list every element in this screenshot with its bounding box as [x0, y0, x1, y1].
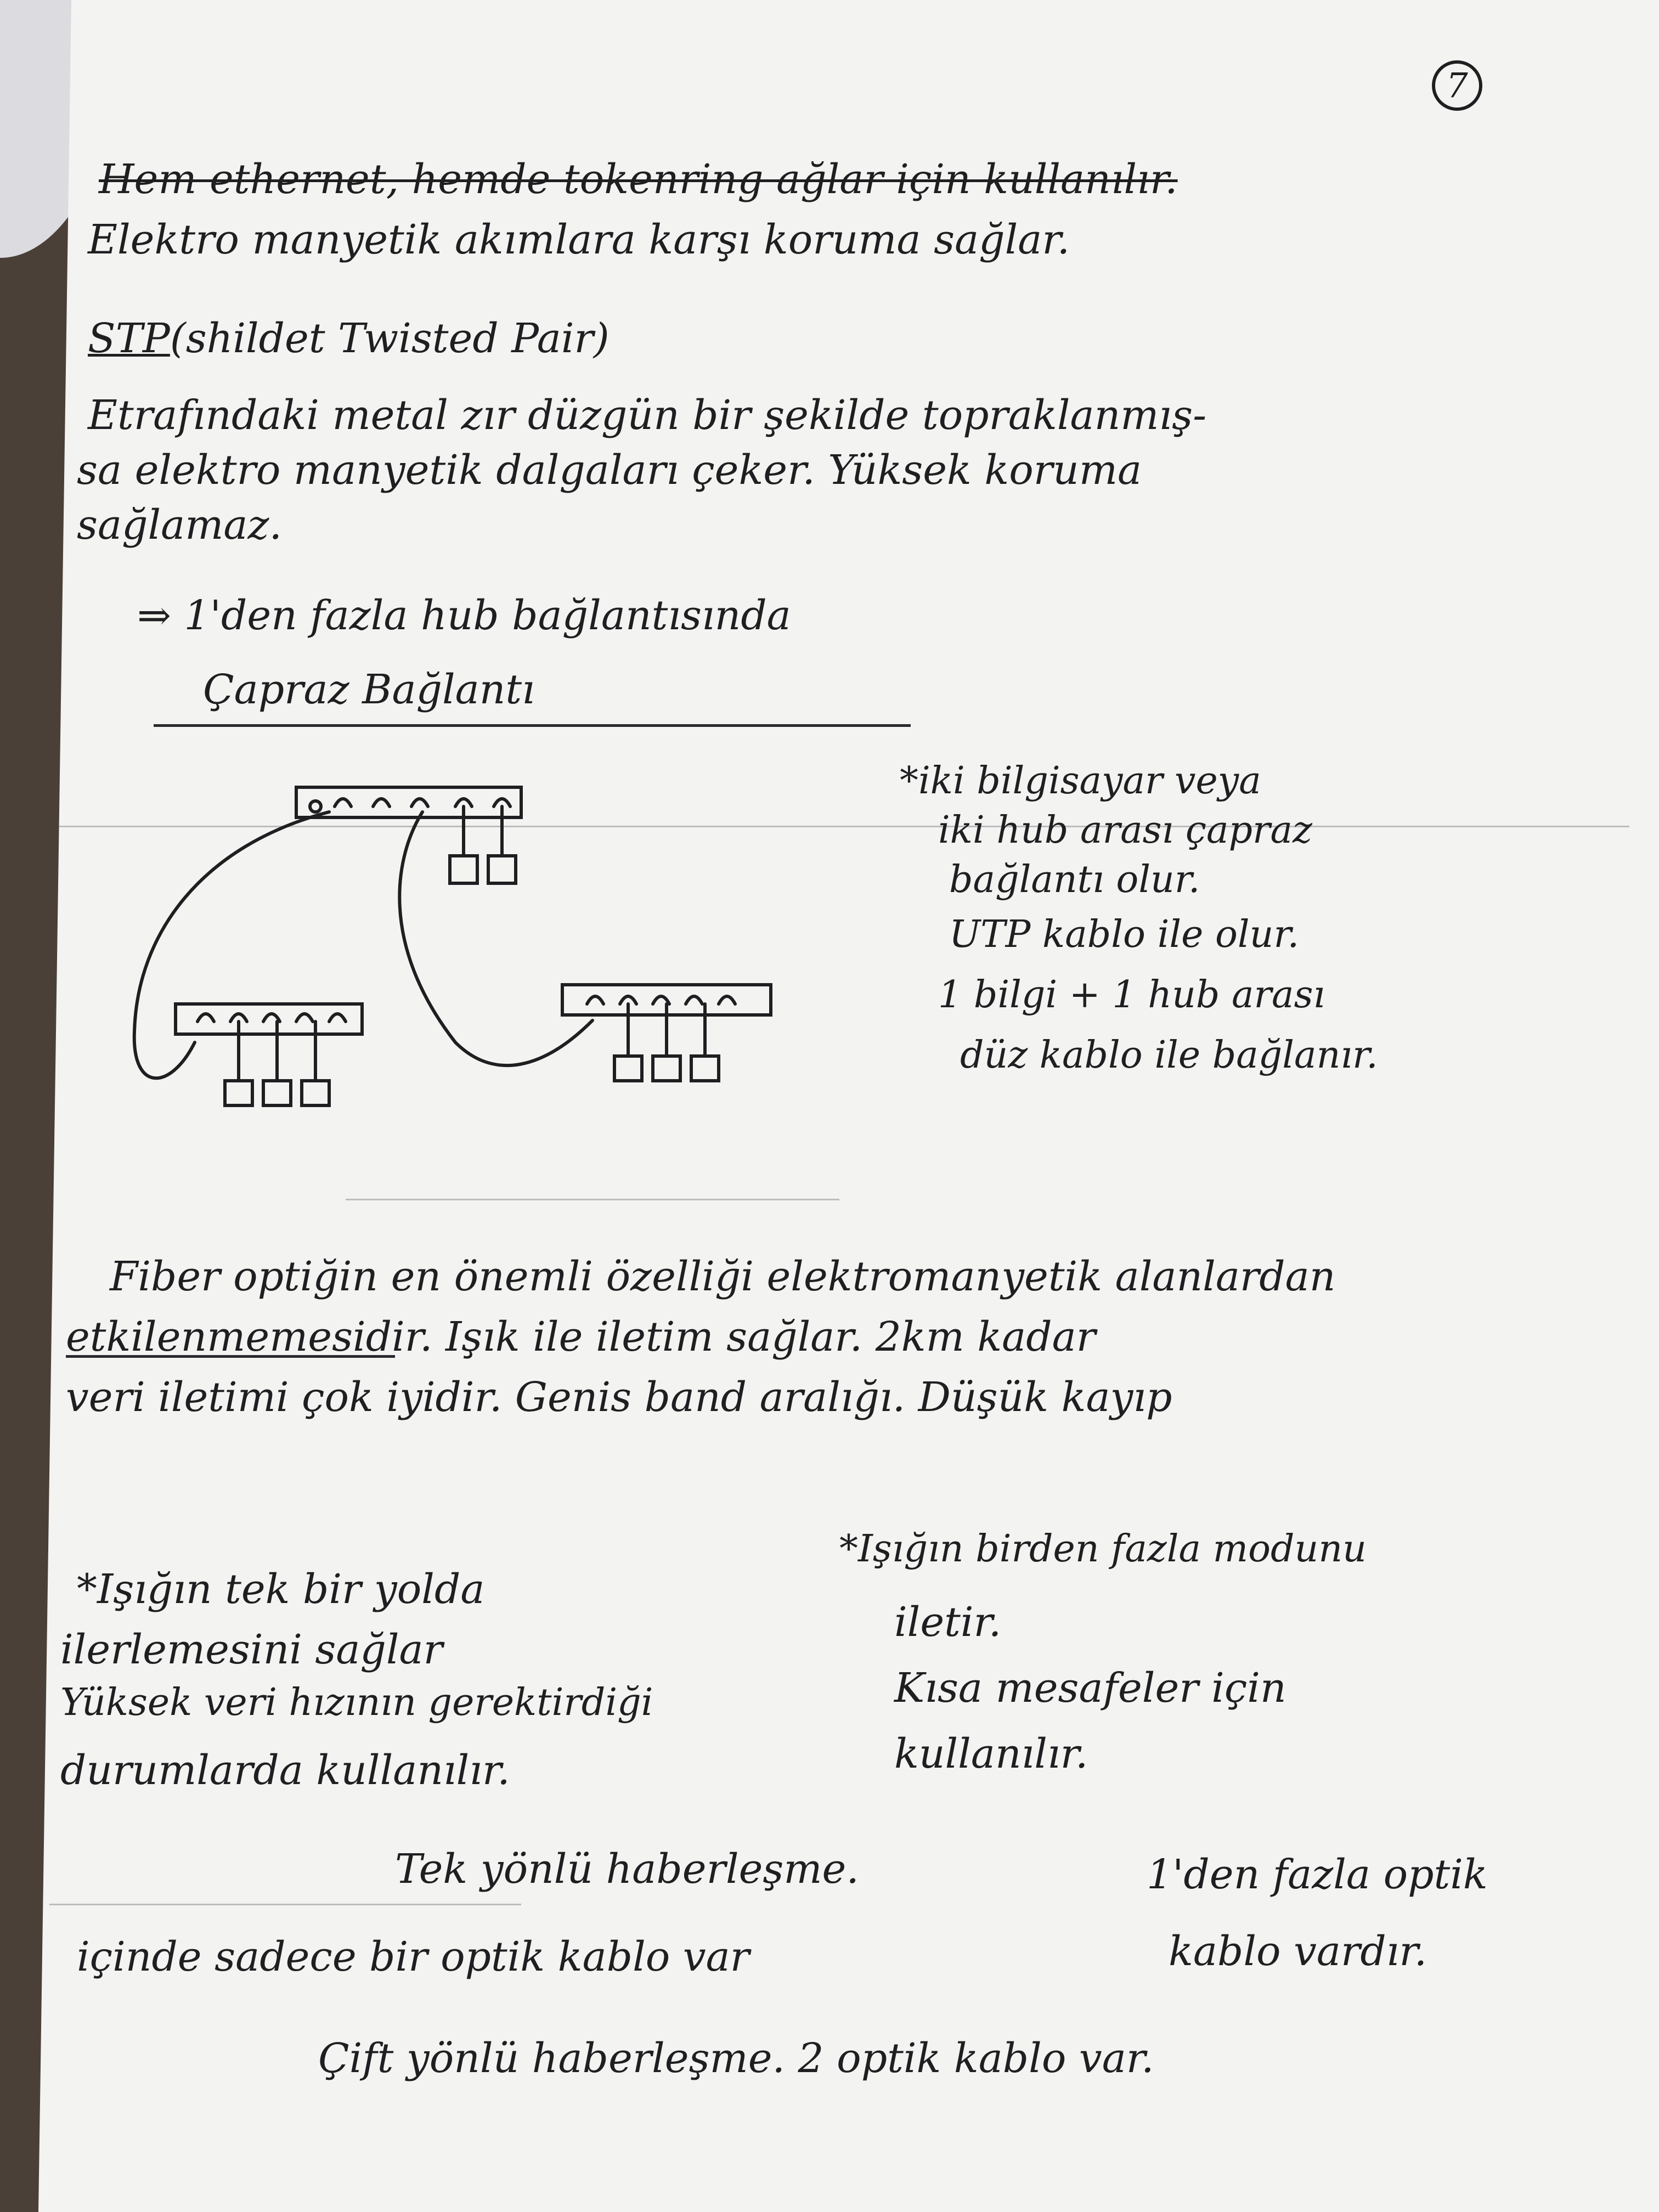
fiber-line-1: Fiber optiğin en önemli özelliği elektro…	[110, 1253, 1336, 1300]
note-cross-2: iki hub arası çapraz	[938, 809, 1312, 852]
singlemode-line-4: durumlarda kullanılır.	[60, 1747, 510, 1794]
note-cross-3: bağlantı olur.	[949, 858, 1200, 901]
line-multi-hub: ⇒ 1'den fazla hub bağlantısında	[137, 592, 791, 639]
hub-crossover-diagram	[132, 786, 772, 1107]
line-ethernet-tokenring: Hem ethernet, hemde tokenring ağlar için…	[99, 156, 1178, 203]
singlemode-line-1: *Işığın tek bir yolda	[77, 1566, 485, 1613]
multimode-line-4: kullanılır.	[894, 1730, 1088, 1778]
bottom-multi-optic-1: 1'den fazla optik	[1147, 1851, 1488, 1898]
line-emi-protection: Elektro manyetik akımlara karşı koruma s…	[88, 216, 1070, 263]
heading-underline	[154, 724, 911, 727]
notebook-page: 7 Hem ethernet, hemde tokenring ağlar iç…	[38, 0, 1659, 2212]
ruled-line	[346, 1199, 839, 1200]
bottom-multi-optic-2: kablo vardır.	[1169, 1928, 1427, 1975]
stp-expansion: (shildet Twisted Pair)	[170, 315, 610, 362]
heading-stp: STP(shildet Twisted Pair)	[88, 318, 610, 359]
line-metal-shield: Etrafındaki metal zır düzgün bir şekilde…	[88, 392, 1207, 439]
stp-abbreviation: STP	[88, 315, 170, 362]
line-provides: sağlamaz.	[77, 501, 283, 549]
multimode-line-3: Kısa mesafeler için	[894, 1664, 1286, 1712]
note-straight-1: 1 bilgi + 1 hub arası	[938, 973, 1325, 1017]
singlemode-line-2: ilerlemesini sağlar	[60, 1626, 443, 1673]
multimode-line-1: *Işığın birden fazla modunu	[839, 1527, 1367, 1571]
top-hub	[295, 786, 523, 819]
bottom-two-way: Çift yönlü haberleşme. 2 optik kablo var…	[318, 2035, 1154, 2082]
pc-top-2	[487, 854, 517, 885]
ruled-line	[49, 1904, 521, 1905]
bottom-one-way: Tek yönlü haberleşme.	[395, 1846, 859, 1893]
left-hub	[174, 1002, 364, 1036]
fiber-line-2: etkilenmemesidir. Işık ile iletim sağlar…	[66, 1313, 1096, 1361]
heading-cross-connection: Çapraz Bağlantı	[203, 666, 535, 713]
fiber-line-3: veri iletimi çok iyidir. Genis band aral…	[66, 1374, 1172, 1421]
pc-top-1	[448, 854, 479, 885]
bottom-single-cable: içinde sadece bir optik kablo var	[77, 1933, 750, 1980]
page-number: 7	[1432, 60, 1482, 111]
singlemode-line-3: Yüksek veri hızının gerektirdiği	[60, 1681, 653, 1724]
ruled-line	[49, 826, 1629, 827]
line-magnetic-waves: sa elektro manyetik dalgaları çeker. Yük…	[77, 447, 1142, 494]
note-straight-2: düz kablo ile bağlanır.	[960, 1034, 1378, 1077]
multimode-line-2: iletir.	[894, 1599, 1002, 1646]
note-cross-1: *iki bilgisayar veya	[900, 759, 1261, 803]
note-utp: UTP kablo ile olur.	[949, 913, 1300, 956]
fiber-underline	[66, 1355, 395, 1358]
